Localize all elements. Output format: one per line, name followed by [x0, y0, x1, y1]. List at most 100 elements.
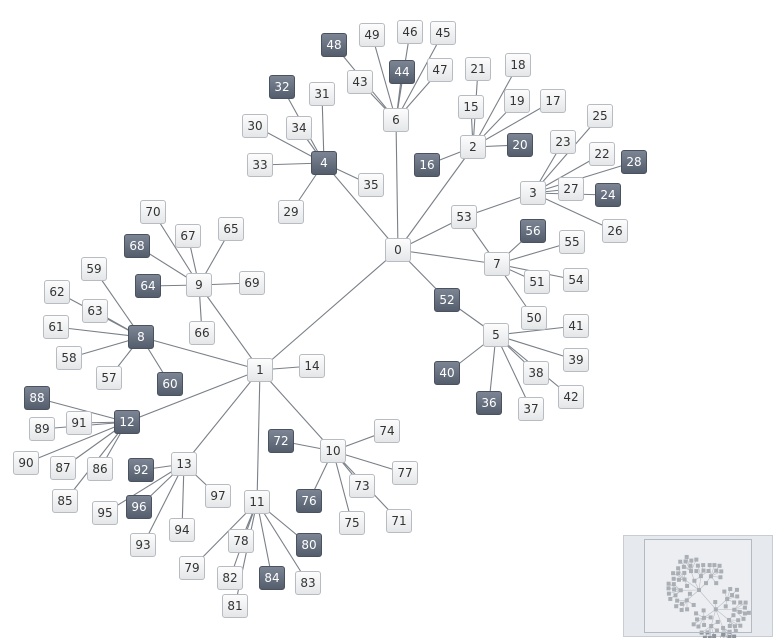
graph-node-86[interactable]: 86	[87, 457, 113, 481]
graph-node-40[interactable]: 40	[434, 361, 460, 385]
graph-node-8[interactable]: 8	[128, 325, 154, 349]
graph-node-52[interactable]: 52	[434, 288, 460, 312]
graph-node-85[interactable]: 85	[52, 489, 78, 513]
graph-node-0[interactable]: 0	[385, 238, 411, 262]
graph-node-19[interactable]: 19	[504, 89, 530, 113]
graph-node-93[interactable]: 93	[130, 533, 156, 557]
graph-node-54[interactable]: 54	[563, 268, 589, 292]
graph-node-70[interactable]: 70	[140, 200, 166, 224]
graph-node-84[interactable]: 84	[259, 566, 285, 590]
graph-node-75[interactable]: 75	[339, 511, 365, 535]
graph-node-72[interactable]: 72	[268, 429, 294, 453]
graph-node-91[interactable]: 91	[66, 411, 92, 435]
graph-node-20[interactable]: 20	[507, 133, 533, 157]
graph-node-41[interactable]: 41	[563, 314, 589, 338]
graph-node-9[interactable]: 9	[186, 273, 212, 297]
graph-node-10[interactable]: 10	[320, 439, 346, 463]
graph-node-88[interactable]: 88	[24, 386, 50, 410]
graph-node-76[interactable]: 76	[296, 489, 322, 513]
graph-node-66[interactable]: 66	[189, 321, 215, 345]
graph-node-17[interactable]: 17	[540, 89, 566, 113]
graph-node-27[interactable]: 27	[558, 177, 584, 201]
graph-node-65[interactable]: 65	[218, 217, 244, 241]
graph-node-12[interactable]: 12	[114, 410, 140, 434]
graph-node-61[interactable]: 61	[43, 315, 69, 339]
graph-node-21[interactable]: 21	[465, 57, 491, 81]
graph-node-79[interactable]: 79	[179, 556, 205, 580]
graph-node-45[interactable]: 45	[430, 21, 456, 45]
graph-node-7[interactable]: 7	[484, 252, 510, 276]
graph-node-59[interactable]: 59	[81, 257, 107, 281]
graph-node-46[interactable]: 46	[397, 20, 423, 44]
graph-node-47[interactable]: 47	[427, 58, 453, 82]
graph-node-34[interactable]: 34	[286, 116, 312, 140]
graph-node-26[interactable]: 26	[602, 219, 628, 243]
overview-minimap[interactable]	[623, 535, 773, 638]
graph-node-73[interactable]: 73	[349, 474, 375, 498]
graph-node-13[interactable]: 13	[171, 452, 197, 476]
graph-node-82[interactable]: 82	[217, 566, 243, 590]
graph-node-3[interactable]: 3	[520, 181, 546, 205]
graph-node-80[interactable]: 80	[296, 533, 322, 557]
graph-node-22[interactable]: 22	[589, 142, 615, 166]
graph-node-37[interactable]: 37	[518, 397, 544, 421]
graph-node-83[interactable]: 83	[295, 571, 321, 595]
graph-node-90[interactable]: 90	[13, 451, 39, 475]
graph-node-29[interactable]: 29	[278, 200, 304, 224]
graph-node-87[interactable]: 87	[50, 456, 76, 480]
graph-node-89[interactable]: 89	[29, 417, 55, 441]
graph-node-97[interactable]: 97	[205, 484, 231, 508]
graph-node-63[interactable]: 63	[82, 299, 108, 323]
graph-node-33[interactable]: 33	[247, 153, 273, 177]
graph-node-16[interactable]: 16	[414, 153, 440, 177]
graph-node-62[interactable]: 62	[44, 280, 70, 304]
graph-node-81[interactable]: 81	[222, 594, 248, 618]
graph-node-39[interactable]: 39	[563, 348, 589, 372]
graph-node-53[interactable]: 53	[451, 205, 477, 229]
graph-node-44[interactable]: 44	[389, 60, 415, 84]
graph-node-1[interactable]: 1	[247, 358, 273, 382]
graph-node-78[interactable]: 78	[228, 529, 254, 553]
graph-node-64[interactable]: 64	[135, 274, 161, 298]
graph-node-94[interactable]: 94	[169, 518, 195, 542]
graph-node-11[interactable]: 11	[244, 490, 270, 514]
graph-node-95[interactable]: 95	[92, 501, 118, 525]
graph-node-50[interactable]: 50	[521, 306, 547, 330]
graph-node-71[interactable]: 71	[386, 509, 412, 533]
graph-node-15[interactable]: 15	[458, 95, 484, 119]
graph-node-6[interactable]: 6	[383, 108, 409, 132]
graph-node-32[interactable]: 32	[269, 75, 295, 99]
graph-node-92[interactable]: 92	[128, 458, 154, 482]
graph-node-38[interactable]: 38	[523, 361, 549, 385]
graph-node-51[interactable]: 51	[524, 270, 550, 294]
graph-node-23[interactable]: 23	[550, 130, 576, 154]
graph-node-48[interactable]: 48	[321, 33, 347, 57]
minimap-viewport-handle[interactable]	[644, 539, 752, 633]
graph-node-25[interactable]: 25	[587, 104, 613, 128]
graph-node-31[interactable]: 31	[309, 82, 335, 106]
graph-node-68[interactable]: 68	[124, 234, 150, 258]
graph-node-74[interactable]: 74	[374, 419, 400, 443]
graph-node-69[interactable]: 69	[239, 271, 265, 295]
graph-node-30[interactable]: 30	[242, 114, 268, 138]
graph-node-24[interactable]: 24	[595, 183, 621, 207]
graph-node-96[interactable]: 96	[126, 495, 152, 519]
graph-node-2[interactable]: 2	[460, 135, 486, 159]
graph-node-67[interactable]: 67	[175, 224, 201, 248]
graph-node-14[interactable]: 14	[299, 354, 325, 378]
graph-node-56[interactable]: 56	[520, 219, 546, 243]
graph-node-28[interactable]: 28	[621, 150, 647, 174]
graph-node-58[interactable]: 58	[56, 346, 82, 370]
graph-node-77[interactable]: 77	[392, 461, 418, 485]
graph-node-35[interactable]: 35	[358, 173, 384, 197]
graph-node-5[interactable]: 5	[483, 323, 509, 347]
graph-node-36[interactable]: 36	[476, 391, 502, 415]
graph-node-57[interactable]: 57	[96, 366, 122, 390]
graph-node-43[interactable]: 43	[347, 70, 373, 94]
graph-node-55[interactable]: 55	[559, 230, 585, 254]
graph-node-49[interactable]: 49	[359, 23, 385, 47]
graph-node-4[interactable]: 4	[311, 151, 337, 175]
graph-node-42[interactable]: 42	[558, 385, 584, 409]
graph-node-60[interactable]: 60	[157, 372, 183, 396]
graph-node-18[interactable]: 18	[505, 53, 531, 77]
